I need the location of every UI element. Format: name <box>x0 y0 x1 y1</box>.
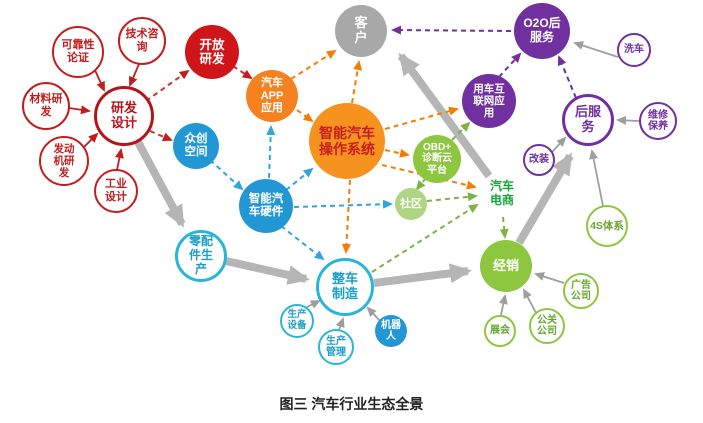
node-materials-rd: 材料研 发 <box>22 82 70 130</box>
node-tech-consulting: 技术咨 询 <box>118 17 166 65</box>
node-production-management: 生产 管理 <box>318 329 354 365</box>
node-parts-production: 零配 件生 产 <box>175 230 227 282</box>
node-production-equipment: 生产 设备 <box>280 304 314 338</box>
node-car-ecommerce: 汽车 电商 <box>480 172 524 216</box>
node-obd-cloud: OBD+ 诊断云 平台 <box>413 135 461 183</box>
node-exhibition: 展会 <box>484 315 516 347</box>
node-smart-car-os: 智能汽车 操作系统 <box>309 103 385 179</box>
node-distribution: 经销 <box>480 240 532 292</box>
node-after-service: 后服 务 <box>562 94 614 146</box>
node-maintenance: 维修 保养 <box>639 102 677 140</box>
node-community: 社区 <box>395 188 427 220</box>
node-industrial-design: 工业 设计 <box>94 169 138 213</box>
node-4s-system: 4S体系 <box>586 205 628 247</box>
node-engine-rd: 发动 机研 发 <box>39 136 89 186</box>
node-car-internet-app: 用车互 联网应 用 <box>462 74 516 128</box>
node-ad-company: 广告 公司 <box>563 273 599 309</box>
figure-caption: 图三 汽车行业生态全景 <box>279 396 424 412</box>
node-customer: 客 户 <box>335 5 387 57</box>
node-reliability-verification: 可靠性 论证 <box>52 26 104 78</box>
node-modification: 改装 <box>523 144 555 176</box>
node-car-wash: 洗车 <box>617 33 651 67</box>
node-robot: 机器 人 <box>375 315 407 347</box>
node-car-app: 汽车 APP 应用 <box>246 70 298 122</box>
node-pr-company: 公关 公司 <box>529 308 565 344</box>
node-maker-space: 众创 空间 <box>173 123 219 169</box>
node-vehicle-manufacturing: 整车 制造 <box>316 258 374 316</box>
node-smart-car-hardware: 智能汽 车硬件 <box>239 179 293 233</box>
node-open-rd: 开放 研发 <box>185 25 239 79</box>
node-rd-design: 研发 设计 <box>94 86 154 146</box>
node-o2o-after-service: O2O后 服务 <box>514 3 570 59</box>
